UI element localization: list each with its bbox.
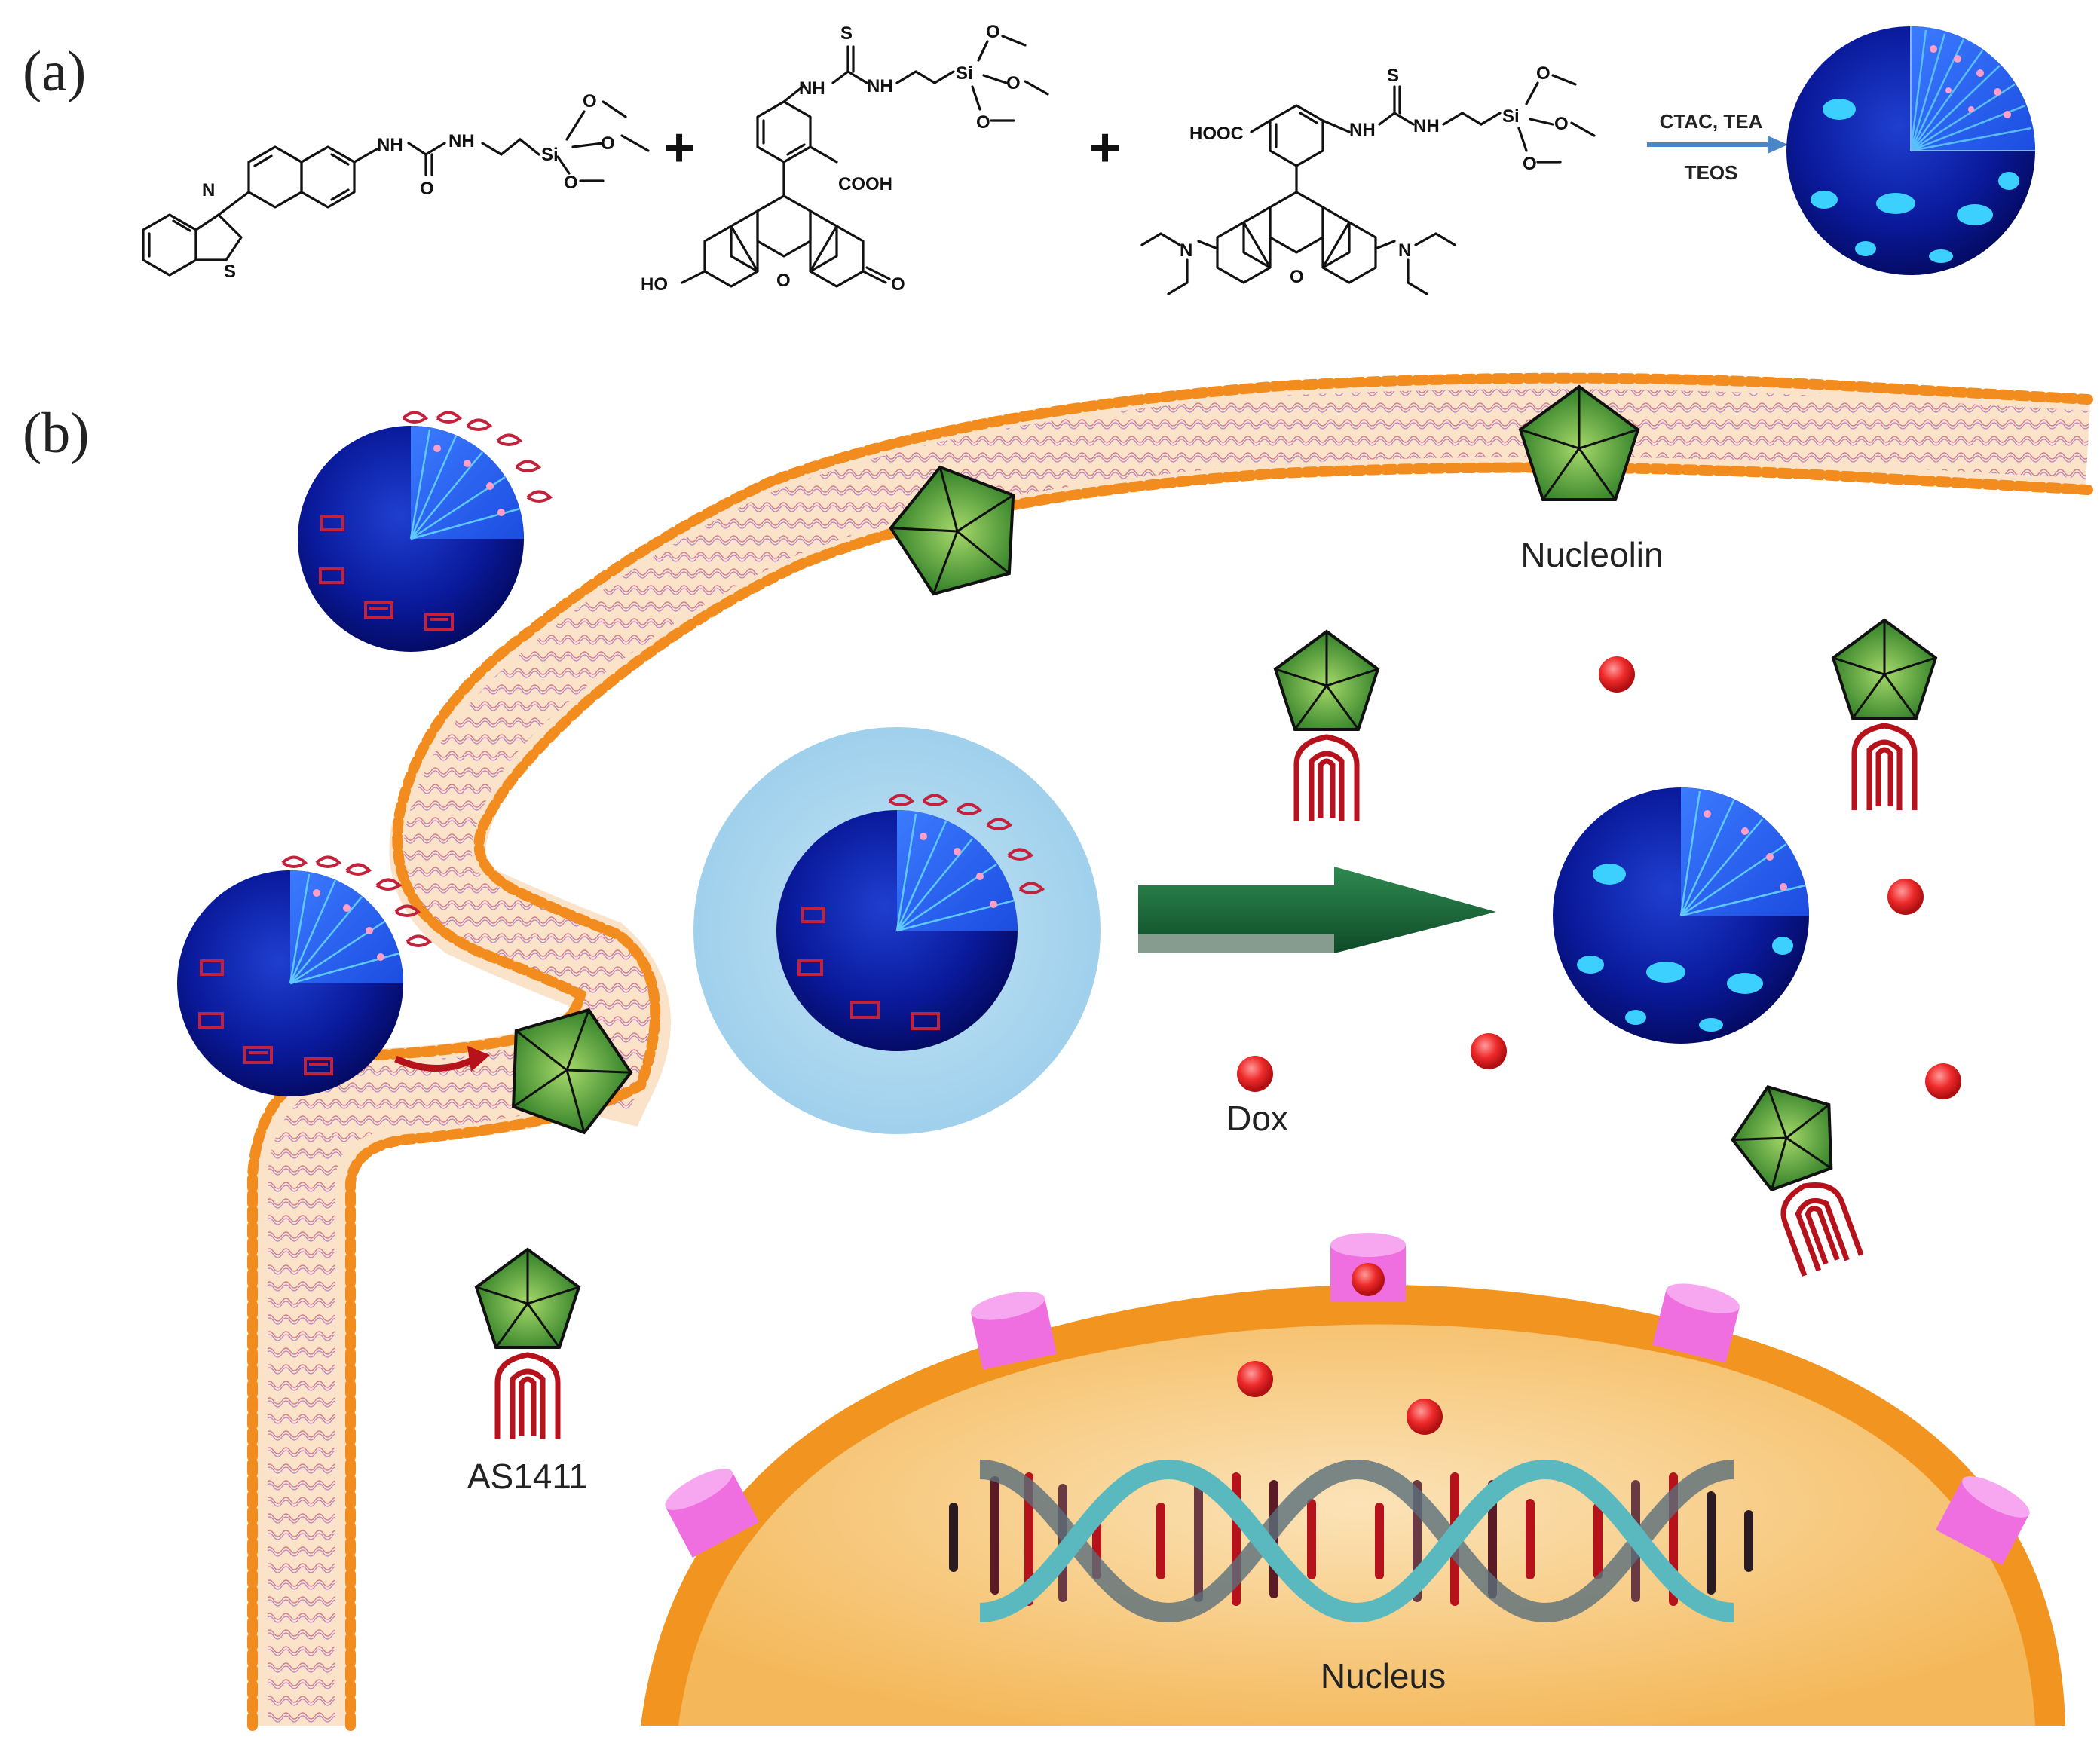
o-label: O: [601, 133, 615, 154]
o-label: O: [1523, 154, 1537, 174]
endosome: [693, 727, 1101, 1134]
dox-label: Dox: [1226, 1099, 1288, 1138]
reaction-arrow: [1647, 136, 1788, 154]
precursor-3-structure: S HOOC NH NH Si O O O N N O: [1140, 63, 1596, 295]
nuclear-pore: [971, 1292, 1057, 1370]
dox-molecule: [1237, 1361, 1273, 1397]
o-label: O: [1536, 63, 1551, 84]
si-label: Si: [1502, 106, 1520, 127]
s-label: S: [1387, 66, 1399, 86]
nucleus-label: Nucleus: [1321, 1656, 1446, 1696]
nuclear-pores: [665, 1233, 2030, 1566]
nh-label: NH: [1413, 116, 1440, 136]
precursor-2-structure: S NH NH Si O O O COOH HO O O: [641, 22, 1049, 295]
o-label: O: [891, 274, 905, 295]
panel-b-label: (b): [23, 402, 90, 465]
conditions-bottom: TEOS: [1685, 161, 1738, 184]
o-label: O: [1290, 267, 1304, 287]
si-label: Si: [956, 63, 973, 84]
ho-label: HO: [641, 274, 668, 295]
o-label: O: [420, 179, 434, 199]
dox-molecule: [1925, 1063, 1961, 1099]
aptamer-nanoparticle: [177, 855, 433, 1096]
o-label: O: [976, 112, 990, 133]
nucleolin-aptamer-complex: [1731, 1085, 1864, 1277]
conditions-top: CTAC, TEA: [1660, 110, 1763, 133]
plus-sign: +: [663, 118, 695, 178]
nh-label: NH: [377, 135, 403, 155]
dox-molecule: [1471, 1033, 1507, 1069]
s-label: S: [224, 261, 236, 282]
nh-label: NH: [1349, 120, 1376, 140]
nuclear-pore: [665, 1469, 759, 1558]
hooc-label: HOOC: [1189, 124, 1244, 144]
binding-arrow: [394, 1046, 490, 1072]
nucleolin-label: Nucleolin: [1520, 535, 1663, 574]
o-label: O: [583, 91, 597, 112]
product-nanoparticle: [1786, 26, 2035, 275]
dox-molecule: [1407, 1399, 1443, 1435]
n-label: N: [1180, 240, 1192, 261]
released-nanoparticle: [1553, 787, 1809, 1044]
nuclear-pore: [1652, 1283, 1740, 1363]
nuclear-pore: [1936, 1476, 2030, 1566]
dox-molecule: [1237, 1056, 1273, 1092]
nh-label: NH: [799, 78, 825, 99]
o-label: O: [986, 22, 1000, 42]
o-label: O: [564, 173, 578, 193]
dna-double-helix: [949, 1459, 1753, 1623]
nucleolin-receptor: [1518, 384, 1640, 501]
o-label: O: [776, 271, 791, 291]
nuclear-pore: [1330, 1233, 1406, 1302]
nh-label: NH: [448, 131, 475, 151]
as1411-label: AS1411: [467, 1457, 588, 1496]
nucleolin-receptor: [512, 1008, 633, 1135]
precursor-1-structure: N S NH NH O Si O O O: [142, 91, 650, 282]
o-label: O: [1554, 114, 1569, 134]
nucleolin-aptamer-complex: [1273, 629, 1380, 821]
cooh-label: COOH: [838, 174, 892, 194]
nucleolin-aptamer-complex: [474, 1247, 581, 1439]
dox-molecule: [1887, 879, 1924, 915]
dox-in-nucleus: [1237, 1361, 1443, 1435]
dox-molecule: [1599, 656, 1635, 693]
si-label: Si: [541, 145, 559, 165]
s-label: S: [840, 23, 853, 44]
nh-label: NH: [867, 76, 893, 96]
panel-a-label: (a): [23, 40, 86, 103]
nucleolin-receptor: [889, 465, 1015, 596]
plus-sign: +: [1089, 118, 1121, 178]
o-label: O: [1006, 73, 1021, 93]
nucleolin-aptamer-complex: [1831, 618, 1938, 810]
n-label: N: [202, 180, 215, 200]
n-label: N: [1398, 240, 1411, 261]
release-arrow: [1138, 867, 1496, 953]
aptamer-nanoparticle: [298, 411, 553, 652]
